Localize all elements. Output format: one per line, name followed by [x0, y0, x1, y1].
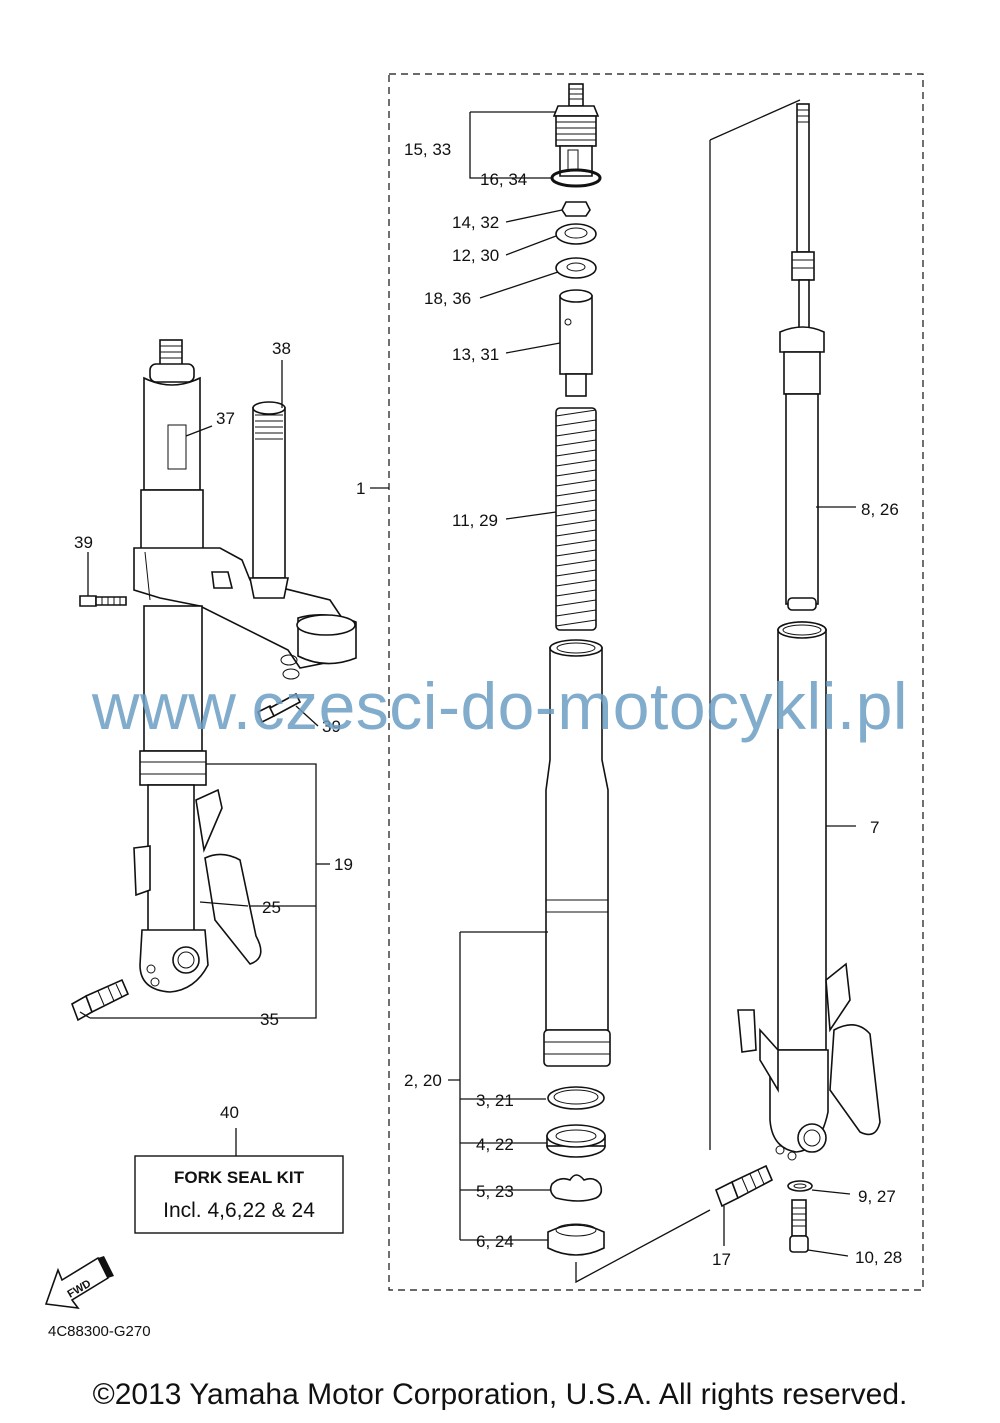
- fork-spring: [555, 407, 597, 631]
- callout-14-32: 14, 32: [452, 213, 499, 232]
- right-exploded-parts: [709, 99, 881, 1257]
- fork-seal-kit-box: FORK SEAL KIT Incl. 4,6,22 & 24: [134, 1128, 344, 1234]
- callout-15-33: 15, 33: [404, 140, 451, 159]
- callout-3-21: 3, 21: [476, 1091, 514, 1110]
- callout-10-28: 10, 28: [855, 1248, 902, 1267]
- callout-13-31: 13, 31: [452, 345, 499, 364]
- left-leader-lines: [79, 360, 330, 1019]
- kit-contents: Incl. 4,6,22 & 24: [163, 1199, 315, 1222]
- callout-2-20: 2, 20: [404, 1071, 442, 1090]
- callout-7: 7: [870, 818, 879, 837]
- callout-39-left: 39: [74, 533, 93, 552]
- callout-17: 17: [712, 1250, 731, 1269]
- callout-40: 40: [220, 1103, 239, 1122]
- left-fork-assembly: [71, 339, 357, 1022]
- callout-8-26: 8, 26: [861, 500, 899, 519]
- callout-4-22: 4, 22: [476, 1135, 514, 1154]
- callout-38: 38: [272, 339, 291, 358]
- callout-16-34: 16, 34: [480, 170, 527, 189]
- callout-25: 25: [262, 898, 281, 917]
- assembly-boundary: [388, 73, 924, 1291]
- callout-39-right: 39: [322, 717, 341, 736]
- callout-18-36: 18, 36: [424, 289, 471, 308]
- callout-1: 1: [356, 479, 365, 498]
- diagram-code: 4C88300-G270: [48, 1323, 151, 1340]
- callout-37: 37: [216, 409, 235, 428]
- copyright-notice: ©2013 Yamaha Motor Corporation, U.S.A. A…: [92, 1378, 908, 1411]
- callout-labels: 1 2, 20 3, 21 4, 22 5, 23 6, 24 7 8, 26 …: [74, 140, 902, 1269]
- callout-11-29: 11, 29: [452, 511, 498, 530]
- callout-19: 19: [334, 855, 353, 874]
- center-exploded-parts: [370, 83, 711, 1284]
- callout-6-24: 6, 24: [476, 1232, 514, 1251]
- callout-12-30: 12, 30: [452, 246, 499, 265]
- callout-9-27: 9, 27: [858, 1187, 896, 1206]
- kit-title: FORK SEAL KIT: [174, 1168, 305, 1187]
- fwd-arrow-icon: FWD: [44, 1256, 114, 1310]
- callout-35: 35: [260, 1010, 279, 1029]
- callout-5-23: 5, 23: [476, 1182, 514, 1201]
